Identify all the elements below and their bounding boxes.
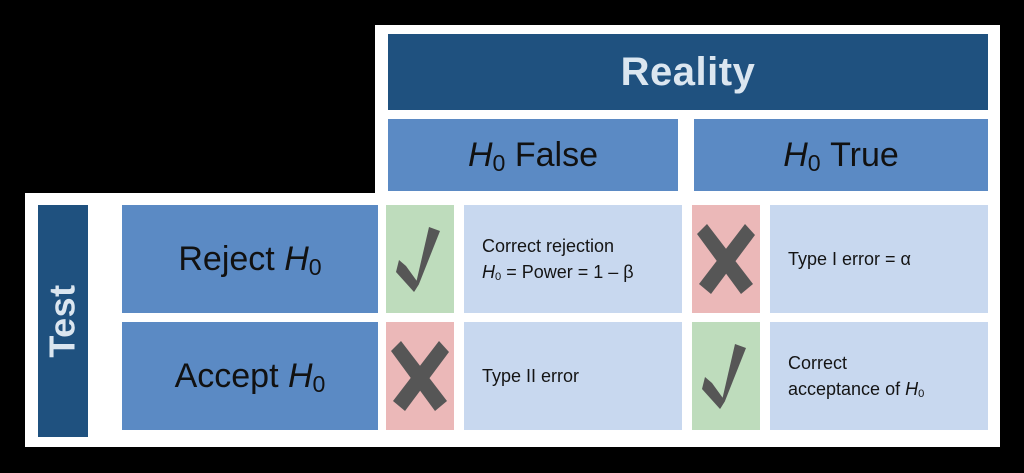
row-header-reject-action: Reject — [178, 239, 275, 278]
cell-type-i-error-text: Type I error = α — [788, 248, 911, 269]
h0-subscript: 0 — [807, 149, 821, 176]
cell-type-ii-error-text: Type II error — [482, 365, 580, 386]
row-header-reject-h0-text: Reject H0 — [178, 239, 322, 280]
h0-subscript: 0 — [918, 388, 925, 400]
column-header-h0-false: H0 False — [388, 119, 678, 191]
cell-type-ii-error: Type II error — [464, 322, 682, 430]
column-header-h0-true-state: True — [830, 135, 899, 174]
verdict-swatch-type-i-error — [692, 205, 760, 313]
cell-correct-rejection-line1: Correct rejection — [482, 235, 615, 256]
h0-subscript: 0 — [492, 149, 506, 176]
cell-correct-rejection: Correct rejection H0 = Power = 1 – β — [464, 205, 682, 313]
column-header-h0-false-state: False — [514, 135, 598, 174]
column-header-h0-true-text: H0 True — [783, 135, 899, 176]
verdict-swatch-correct-rejection — [386, 205, 454, 313]
test-axis-title: Test — [38, 205, 88, 437]
h0-subscript: 0 — [308, 253, 322, 280]
h0-symbol-italic: H — [284, 239, 309, 278]
cell-correct-acceptance-line1: Correct — [788, 352, 848, 373]
cell-correct-rejection-text: Correct rejection H0 = Power = 1 – β — [482, 233, 634, 285]
cross-icon — [697, 222, 755, 296]
h0-symbol-italic: H — [905, 379, 919, 399]
cell-correct-acceptance-phrase: acceptance of — [788, 379, 906, 399]
verdict-swatch-type-ii-error — [386, 322, 454, 430]
h0-subscript: 0 — [312, 370, 326, 397]
column-header-h0-true: H0 True — [694, 119, 988, 191]
h0-symbol-italic: H — [467, 135, 493, 174]
row-header-accept-h0: Accept H0 — [122, 322, 378, 430]
column-header-h0-false-text: H0 False — [467, 135, 598, 176]
cell-type-i-error: Type I error = α — [770, 205, 988, 313]
row-header-accept-action: Accept — [174, 356, 279, 395]
h0-subscript: 0 — [495, 271, 502, 283]
h0-symbol-italic: H — [783, 135, 808, 174]
row-header-accept-h0-text: Accept H0 — [174, 356, 326, 397]
cross-icon — [391, 339, 449, 413]
cell-correct-rejection-line2: H0 = Power = 1 – β — [482, 259, 634, 285]
reality-axis-title: Reality — [388, 34, 988, 110]
test-axis-title-text: Test — [42, 284, 84, 358]
cell-correct-acceptance: Correct acceptance of H0 — [770, 322, 988, 430]
cell-correct-rejection-formula: = Power = 1 – β — [501, 262, 634, 282]
cell-correct-acceptance-text: Correct acceptance of H0 — [788, 350, 924, 402]
check-icon — [394, 222, 446, 296]
h0-symbol-italic: H — [287, 356, 313, 395]
check-icon — [700, 339, 752, 413]
verdict-swatch-correct-acceptance — [692, 322, 760, 430]
cell-correct-acceptance-line2: acceptance of H0 — [788, 376, 924, 402]
row-header-reject-h0: Reject H0 — [122, 205, 378, 313]
h0-symbol-italic: H — [482, 262, 495, 282]
